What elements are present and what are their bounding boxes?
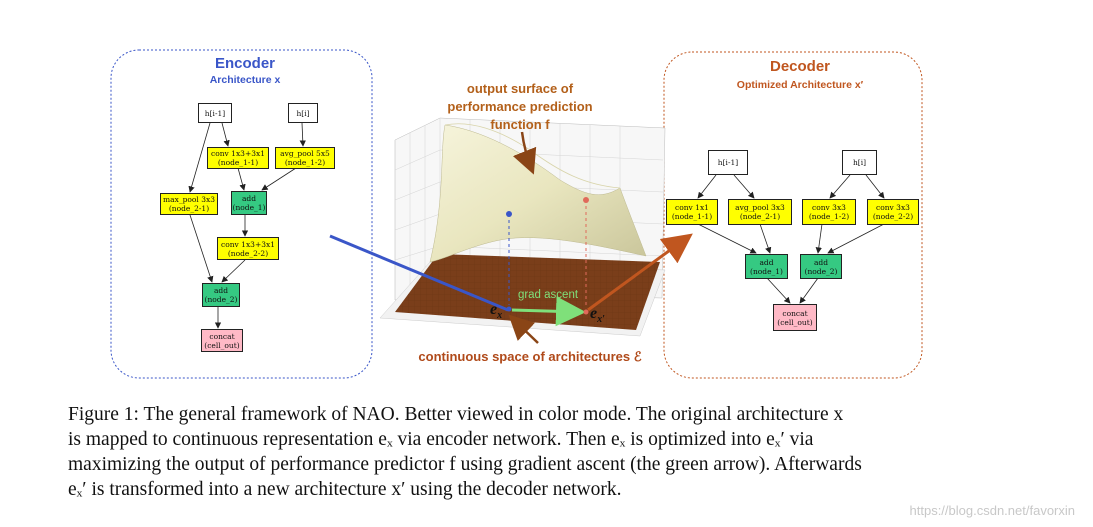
exp-label: ex′ <box>590 305 605 325</box>
encoder-node-add-1: add (node_1) <box>231 191 267 215</box>
encoder-to-ex-line <box>329 234 509 312</box>
decoder-title: Decoder <box>769 58 831 75</box>
encoder-edges <box>188 122 306 329</box>
decoder-node-h-i: h[i] <box>842 150 877 175</box>
encoder-node-h-i: h[i] <box>288 103 318 123</box>
caption-line-1: Figure 1: The general framework of NAO. … <box>68 404 844 425</box>
encoder-panel <box>110 49 373 379</box>
encoder-node-2-1: max_pool 3x3 (node_2-1) <box>160 193 218 215</box>
exp-sub: x′ <box>597 314 605 326</box>
ex-base: e <box>490 301 498 318</box>
decoder-node-2-1: avg_pool 3x3 (node_2-1) <box>728 199 792 225</box>
decoder-node-h-i-1: h[i-1] <box>708 150 748 175</box>
decoder-node-2-2: conv 3x3 (node_2-2) <box>867 199 919 225</box>
encoder-node-h-i-1: h[i-1] <box>198 103 232 123</box>
encoder-node-1-1: conv 1x3+3x1 (node_1-1) <box>207 147 269 169</box>
output-surface-pointer <box>512 131 537 175</box>
caption-line-3: maximizing the output of performance pre… <box>68 454 862 475</box>
grad-ascent-arrow <box>511 296 586 327</box>
architecture-space-label: continuous space of architectures ℰ <box>418 349 642 364</box>
encoder-node-2-2: conv 1x3+3x1 (node_2-2) <box>217 237 279 260</box>
ex-label: ex <box>490 301 502 321</box>
output-surface-label: output surface of performance prediction… <box>447 81 593 132</box>
decoder-node-add-1: add (node_1) <box>745 254 788 279</box>
decoder-node-1-1: conv 1x1 (node_1-1) <box>666 199 718 225</box>
caption-line-4: eₓ′ is transformed into a new architectu… <box>68 479 622 500</box>
watermark: https://blog.csdn.net/favorxin <box>909 503 1075 518</box>
decoder-node-add-2: add (node_2) <box>800 254 842 279</box>
decoder-edges <box>697 174 885 304</box>
decoder-node-1-2: conv 3x3 (node_1-2) <box>802 199 856 225</box>
caption-line-2: is mapped to continuous representation e… <box>68 429 814 450</box>
exp-base: e <box>590 305 598 322</box>
decoder-subtitle: Optimized Architecture x′ <box>736 79 864 91</box>
encoder-subtitle: Architecture x <box>209 74 281 86</box>
figure-caption: Figure 1: The general framework of NAO. … <box>68 402 988 502</box>
exp-to-decoder-arrow <box>587 233 693 312</box>
grad-ascent-label: grad ascent <box>517 289 579 301</box>
encoder-node-add-2: add (node_2) <box>202 283 240 307</box>
ex-sub: x <box>497 310 503 322</box>
decoder-panel <box>663 51 923 379</box>
space-pointer <box>508 314 539 344</box>
encoder-node-concat: concat (cell_out) <box>201 329 243 352</box>
surface-plot <box>379 117 666 337</box>
encoder-title: Encoder <box>214 55 275 72</box>
decoder-node-concat: concat (cell_out) <box>773 304 817 331</box>
encoder-node-1-2: avg_pool 5x5 (node_1-2) <box>275 147 335 169</box>
